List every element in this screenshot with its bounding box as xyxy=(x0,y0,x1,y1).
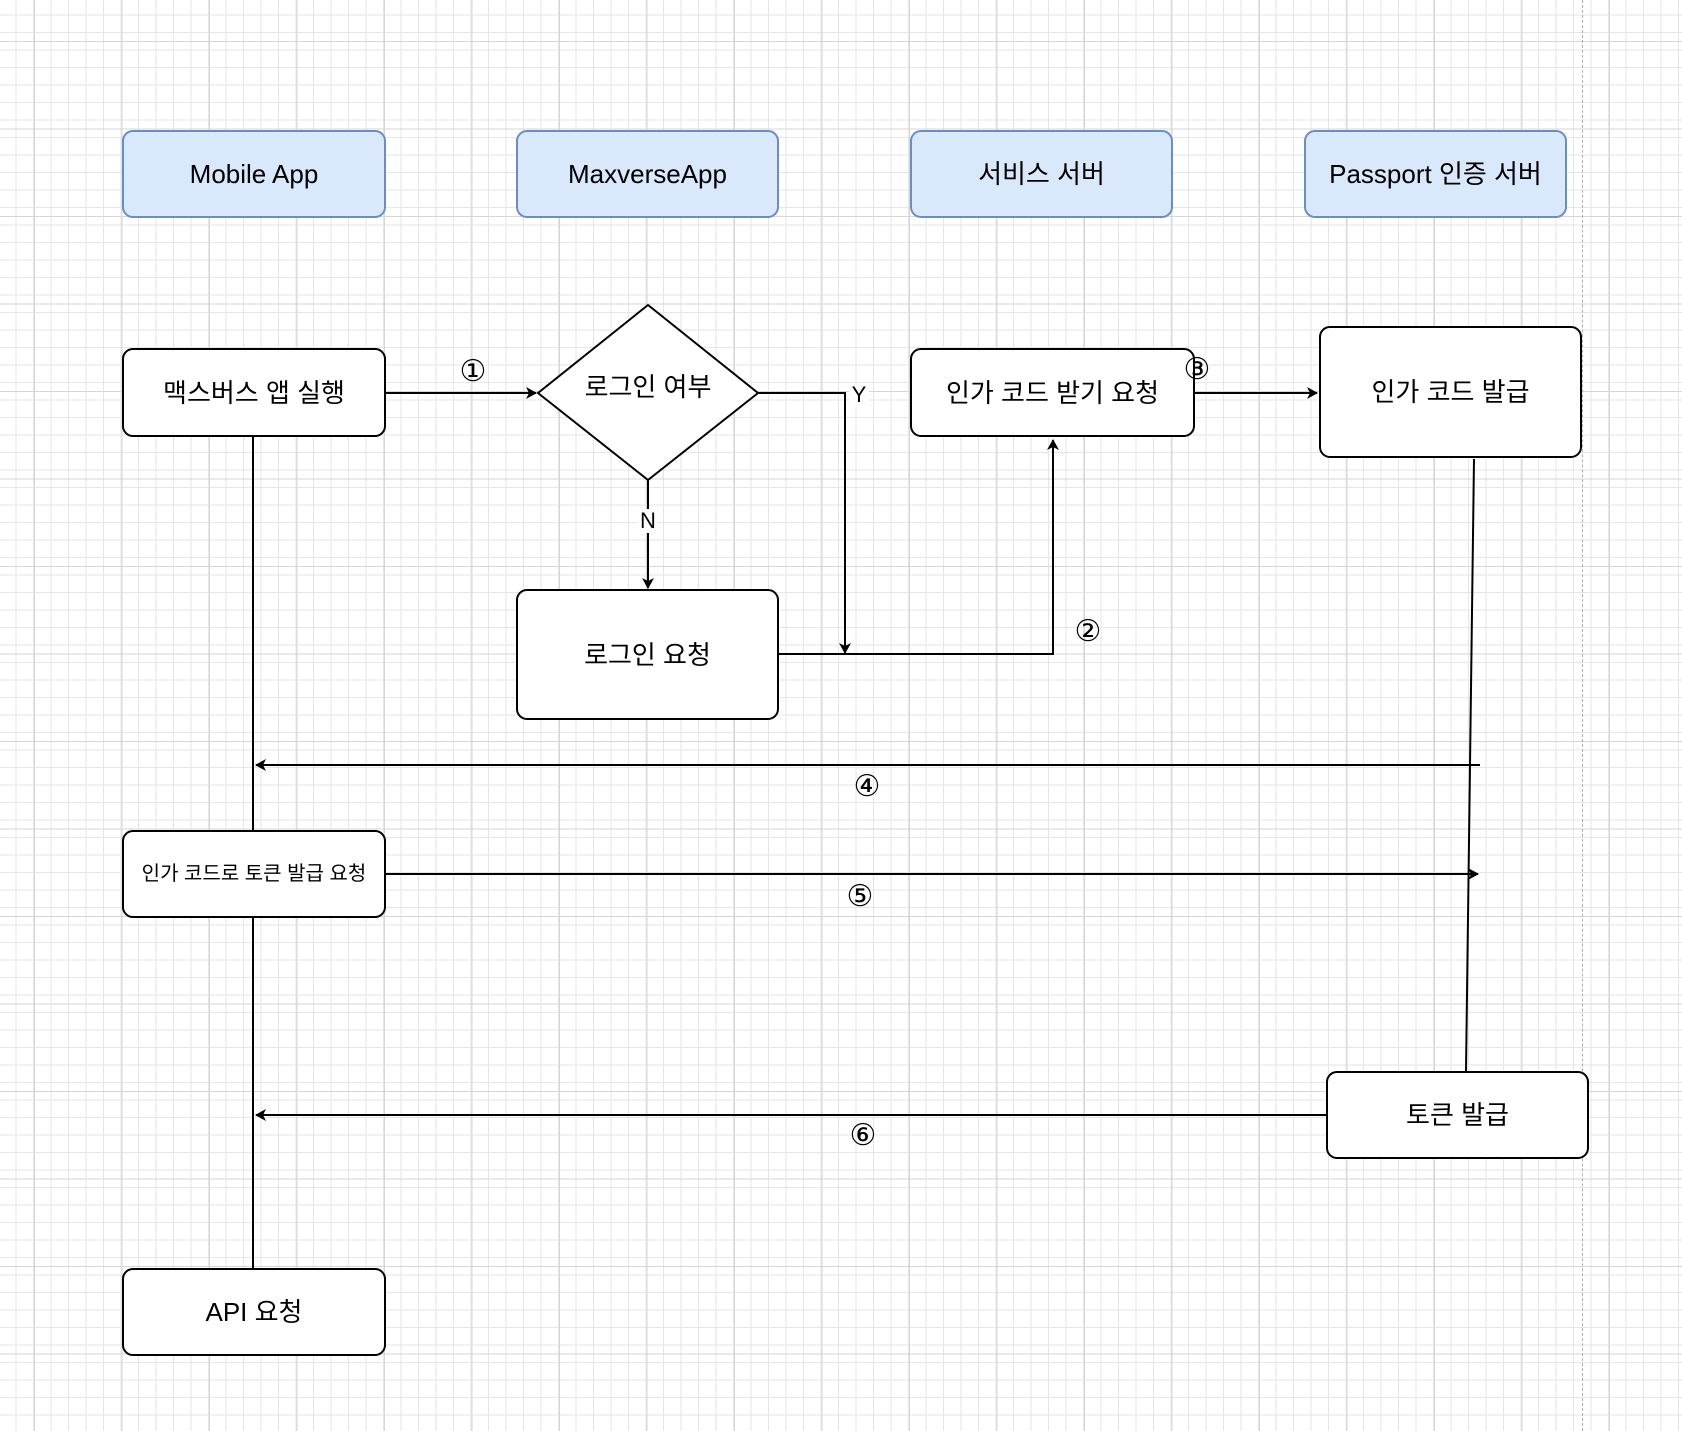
node-launch-app[interactable]: 맥스버스 앱 실행 xyxy=(122,348,386,437)
lane-header-label: Mobile App xyxy=(189,159,319,189)
edge-login-to-auth-code-request[interactable] xyxy=(779,439,1059,655)
step-label-5: ⑤ xyxy=(846,879,874,914)
branch-label-yes: Y xyxy=(849,383,869,407)
step-label-6: ⑥ xyxy=(849,1118,877,1153)
node-label: 인가 코드 받기 요청 xyxy=(945,377,1160,408)
node-label: 인가 코드 발급 xyxy=(1371,377,1530,407)
lane-header-service-server[interactable]: 서비스 서버 xyxy=(910,130,1173,218)
node-label: 인가 코드로 토큰 발급 요청 xyxy=(141,863,367,885)
edge-yes-branch[interactable] xyxy=(758,392,851,654)
lane-header-label: 서비스 서버 xyxy=(978,159,1105,189)
node-token-request[interactable]: 인가 코드로 토큰 발급 요청 xyxy=(122,830,386,918)
page-boundary xyxy=(1582,0,1583,1431)
node-token-issue[interactable]: 토큰 발급 xyxy=(1326,1071,1589,1159)
node-label: 토큰 발급 xyxy=(1406,1100,1509,1130)
step-label-4: ④ xyxy=(853,769,881,804)
node-login-request[interactable]: 로그인 요청 xyxy=(516,589,779,720)
node-api-request[interactable]: API 요청 xyxy=(122,1268,386,1356)
node-auth-code-request[interactable]: 인가 코드 받기 요청 xyxy=(910,348,1195,437)
branch-label-no: N xyxy=(638,509,658,533)
lane-header-maxverse-app[interactable]: MaxverseApp xyxy=(516,130,779,218)
step-label-1: ① xyxy=(459,354,487,389)
lane-header-label: Passport 인증 서버 xyxy=(1329,159,1542,189)
node-login-check-label: 로그인 여부 xyxy=(584,372,712,402)
step-label-2: ② xyxy=(1074,614,1102,649)
node-auth-code-issue[interactable]: 인가 코드 발급 xyxy=(1319,326,1582,458)
lane-header-passport-server[interactable]: Passport 인증 서버 xyxy=(1304,130,1567,218)
lane-header-mobile-app[interactable]: Mobile App xyxy=(122,130,386,218)
step-label-3: ③ xyxy=(1183,352,1211,387)
node-label: 로그인 요청 xyxy=(584,639,711,670)
node-label: API 요청 xyxy=(205,1297,303,1327)
lane-header-label: MaxverseApp xyxy=(568,159,727,189)
node-label: 맥스버스 앱 실행 xyxy=(163,377,345,408)
